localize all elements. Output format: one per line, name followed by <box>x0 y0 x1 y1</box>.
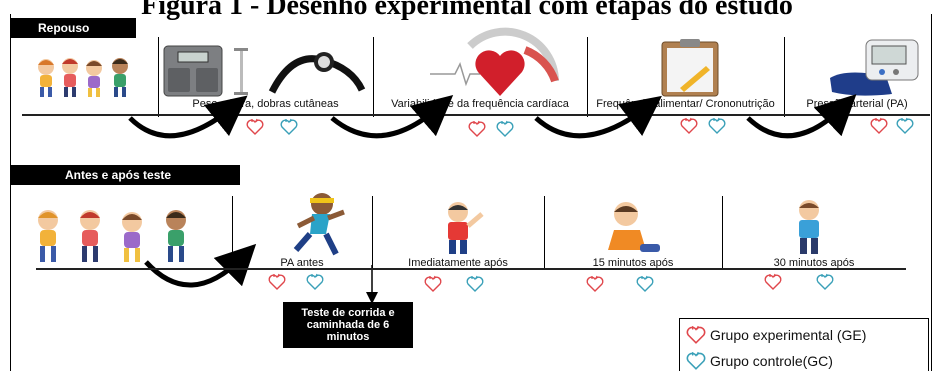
divider-test-4 <box>722 196 723 268</box>
figure-frame <box>10 14 932 371</box>
tired-child-icon <box>448 202 484 254</box>
heart-experimental-icon <box>268 273 286 290</box>
children-running-icon <box>38 210 186 262</box>
heart-experimental-icon <box>680 117 698 134</box>
blood-pressure-monitor-icon <box>830 39 919 96</box>
divider-test-3 <box>544 196 545 268</box>
heart-control-icon <box>896 117 914 134</box>
divider-test-2 <box>372 196 373 268</box>
legend-item-control: Grupo controle(GC) <box>686 351 833 371</box>
test-step-4-label: 30 minutos após <box>773 257 855 269</box>
test-step-1-label: PA antes <box>280 257 324 269</box>
heart-control-icon <box>636 275 654 292</box>
heart-experimental-icon <box>468 120 486 137</box>
heart-rate-gauge-icon <box>430 27 559 96</box>
heart-control-icon <box>686 351 706 370</box>
timeline-test <box>36 268 906 270</box>
divider-test-1 <box>232 196 233 268</box>
heart-control-icon <box>708 117 726 134</box>
walk-run-test-box: Teste de corrida e caminhada de 6 minuto… <box>283 302 413 348</box>
test-step-2-label: Imediatamente após <box>408 257 508 269</box>
heart-control-icon <box>280 118 298 135</box>
legend-label-experimental: Grupo experimental (GE) <box>710 327 867 343</box>
resting-child-icon <box>608 202 660 252</box>
heart-control-icon <box>466 275 484 292</box>
heart-experimental-icon <box>424 275 442 292</box>
legend: Grupo experimental (GE) Grupo controle(G… <box>679 318 929 371</box>
divider-rest-1 <box>158 37 159 117</box>
heart-experimental-icon <box>764 273 782 290</box>
divider-rest-4 <box>784 37 785 117</box>
section-label-rest: Repouso <box>10 18 136 38</box>
section-label-test: Antes e após teste <box>10 165 240 185</box>
test-step-3-label: 15 minutos após <box>592 257 674 269</box>
heart-control-icon <box>306 273 324 290</box>
heart-experimental-icon <box>686 325 706 344</box>
divider-rest-2 <box>373 37 374 117</box>
divider-rest-3 <box>587 37 588 117</box>
heart-experimental-icon <box>246 118 264 135</box>
heart-experimental-icon <box>586 275 604 292</box>
legend-label-control: Grupo controle(GC) <box>710 353 833 369</box>
running-child-icon <box>293 193 345 256</box>
children-group-icon <box>38 58 128 97</box>
heart-experimental-icon <box>870 117 888 134</box>
heart-control-icon <box>496 120 514 137</box>
standing-child-icon <box>799 200 819 254</box>
scale-and-caliper-icon <box>163 45 366 97</box>
heart-control-icon <box>816 273 834 290</box>
legend-item-experimental: Grupo experimental (GE) <box>686 325 866 345</box>
figure-title: Figura 1 - Desenho experimental com etap… <box>141 0 793 21</box>
timeline-rest <box>22 114 930 116</box>
clipboard-icon <box>661 39 719 97</box>
